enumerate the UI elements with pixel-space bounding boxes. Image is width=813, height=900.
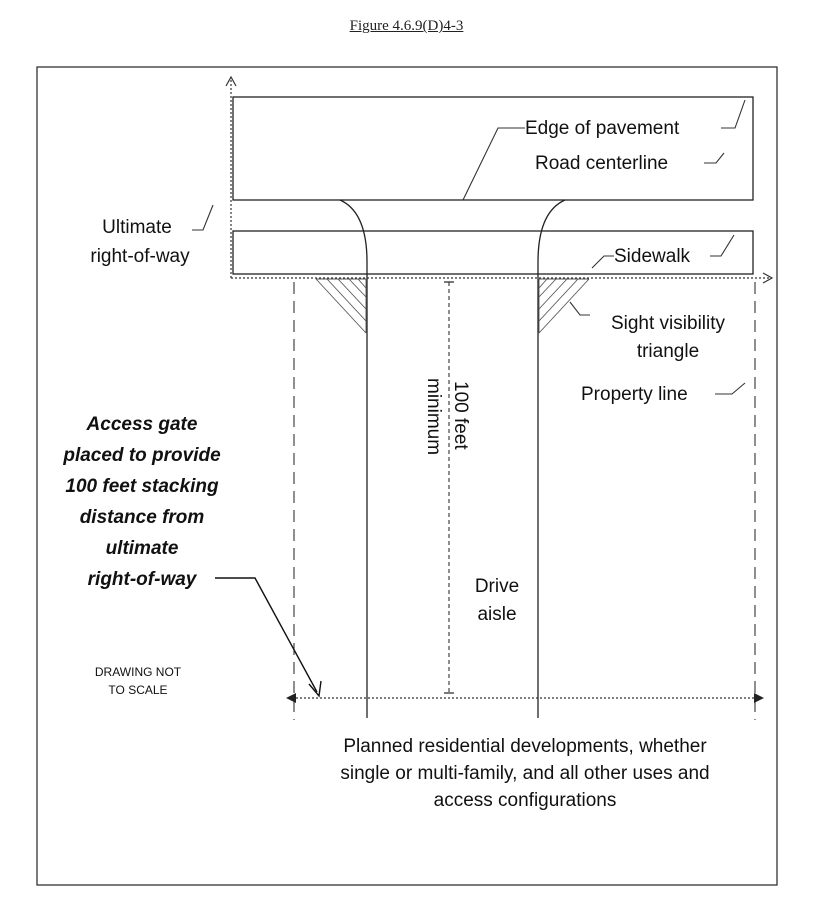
row-leader bbox=[192, 204, 214, 231]
label-sidewalk: Sidewalk bbox=[614, 246, 691, 267]
caption-line2: single or multi-family, and all other us… bbox=[340, 763, 709, 784]
caption-line1: Planned residential developments, whethe… bbox=[343, 736, 707, 757]
edge-pavement-leader-right bbox=[721, 99, 746, 129]
label-sight-visibility-line2: triangle bbox=[637, 341, 699, 362]
access-gate-leader-arrow bbox=[308, 680, 322, 698]
label-access-gate-line3: 100 feet stacking bbox=[65, 476, 219, 497]
sidewalk-strip bbox=[232, 230, 754, 275]
driveway-right-edge bbox=[537, 199, 566, 718]
label-access-gate-line5: ultimate bbox=[106, 538, 179, 559]
figure-frame bbox=[36, 66, 778, 886]
label-ultimate-row-line1: Ultimate bbox=[102, 217, 172, 238]
property-leader bbox=[715, 382, 746, 395]
sight-triangle-left bbox=[315, 278, 367, 334]
driveway-left-edge bbox=[339, 199, 368, 718]
label-ultimate-row-line2: right-of-way bbox=[90, 246, 190, 267]
figure-title: Figure 4.6.9(D)4-3 bbox=[349, 18, 464, 34]
label-aisle: aisle bbox=[477, 604, 516, 625]
sidewalk-leader-left bbox=[591, 255, 614, 269]
gate-left-arrowhead bbox=[286, 693, 296, 703]
label-edge-of-pavement: Edge of pavement bbox=[525, 118, 680, 139]
label-minimum: minimum bbox=[423, 378, 444, 455]
centerline-leader bbox=[704, 152, 725, 164]
label-sight-visibility-line1: Sight visibility bbox=[611, 313, 726, 334]
label-not-to-scale-line1: DRAWING NOT bbox=[95, 665, 182, 679]
sidewalk-leader-right bbox=[710, 234, 735, 257]
sight-triangle-right bbox=[538, 278, 590, 334]
label-access-gate-line2: placed to provide bbox=[62, 445, 221, 466]
label-property-line: Property line bbox=[581, 384, 688, 405]
label-access-gate-line1: Access gate bbox=[86, 414, 198, 435]
label-access-gate-line6: right-of-way bbox=[88, 569, 198, 590]
label-drive: Drive bbox=[475, 576, 519, 597]
road-pavement bbox=[232, 96, 754, 201]
row-right-arrow bbox=[762, 272, 774, 284]
row-up-arrow bbox=[225, 75, 237, 87]
caption-line3: access configurations bbox=[434, 790, 617, 811]
label-road-centerline: Road centerline bbox=[535, 153, 668, 174]
label-access-gate-line4: distance from bbox=[80, 507, 205, 528]
edge-pavement-leader bbox=[462, 127, 525, 201]
sight-leader bbox=[569, 301, 590, 316]
label-100-feet: 100 feet bbox=[450, 381, 471, 450]
gate-right-arrowhead bbox=[754, 693, 764, 703]
access-gate-leader bbox=[215, 577, 318, 693]
label-not-to-scale-line2: TO SCALE bbox=[108, 683, 167, 697]
